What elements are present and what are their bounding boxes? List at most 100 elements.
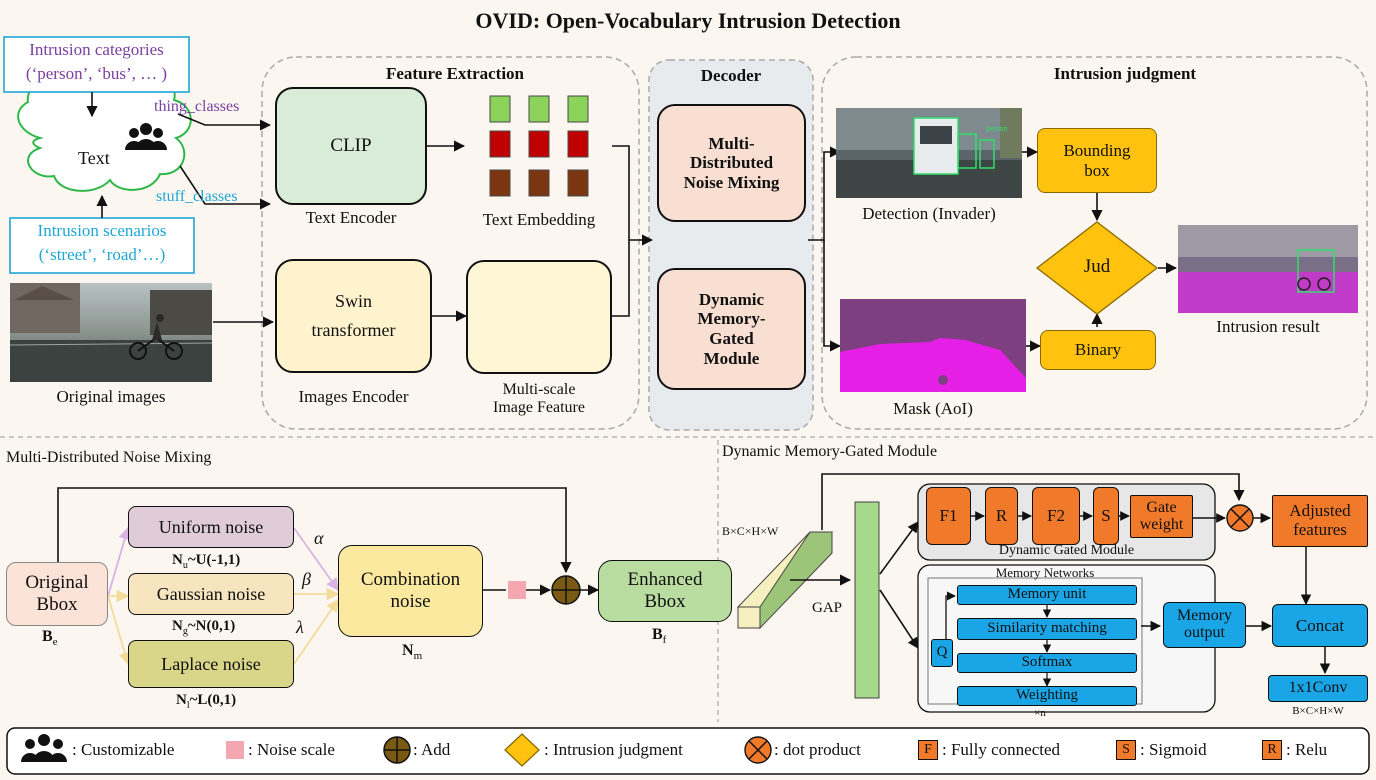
gap-vector (854, 501, 880, 699)
intrusion-scenarios-label: Intrusion scenarios (37, 221, 167, 240)
memory-section-title: Dynamic Memory-Gated Module (722, 443, 938, 460)
dmgm-line-2: Memory- (697, 309, 766, 329)
combination-noise-node: Combination noise (338, 545, 483, 637)
jud-diamond (1035, 221, 1159, 315)
intrusion-scenarios-examples: (‘street’, ‘road’…) (38, 245, 166, 264)
mask-label: Mask (AoI) (893, 399, 973, 418)
adjusted-line-1: Adjusted (1289, 501, 1351, 521)
concat-label: Concat (1295, 615, 1345, 635)
memory-output-line-2: output (1184, 624, 1225, 641)
legend-relu: : Relu (1286, 740, 1328, 759)
uniform-noise-node: Uniform noise (128, 506, 294, 548)
legend-add: : Add (413, 740, 451, 759)
text-encoder-label: Text Encoder (305, 208, 397, 227)
decoder-title: Decoder (700, 66, 762, 85)
f2-node: F2 (1032, 487, 1080, 545)
input-dims-label: B×C×H×W (722, 524, 779, 538)
bf-symbol: Bf (652, 626, 667, 647)
similarity-matching-node: Similarity matching (957, 618, 1137, 640)
original-images-label: Original images (56, 387, 166, 406)
multiscale-line-2: Image Feature (493, 399, 585, 416)
conv-node: 1x1Conv (1268, 675, 1368, 702)
beta-symbol: β (302, 569, 311, 589)
r-label: R (995, 506, 1008, 526)
q-node: Q (931, 639, 953, 667)
bounding-box-line-2: box (1084, 160, 1110, 180)
legend-people-icon (21, 734, 67, 762)
thing-classes-label: thing_classes (154, 98, 240, 115)
multiscale-line-1: Multi-scale (502, 381, 576, 398)
binary-label: Binary (1074, 340, 1122, 360)
f2-label: F2 (1047, 506, 1065, 526)
laplace-noise-label: Laplace noise (161, 653, 261, 674)
output-dims-label: B×C×H×W (1292, 705, 1344, 717)
gap-label: GAP (812, 600, 843, 616)
detection-tag: person (986, 126, 1008, 133)
people-icon (125, 123, 167, 150)
s-node: S (1093, 487, 1119, 545)
legend-customizable: : Customizable (72, 740, 175, 759)
bounding-box-node: Bounding box (1037, 128, 1157, 193)
jud-label: Jud (1083, 256, 1111, 277)
q-label: Q (936, 644, 948, 661)
s-label: S (1101, 506, 1111, 526)
legend-dot-product: : dot product (774, 740, 861, 759)
mdnm-line-2: Distributed (689, 153, 774, 173)
memory-unit-node: Memory unit (957, 585, 1137, 605)
legend-noise-scale: : Noise scale (248, 740, 335, 759)
clip-box: CLIP (275, 87, 427, 205)
combination-line-1: Combination (360, 569, 461, 591)
intrusion-categories-examples: (‘person’, ‘bus’, … ) (25, 64, 168, 83)
ng-formula: Ng~N(0,1) (172, 618, 236, 637)
text-cloud-label: Text (78, 148, 110, 168)
original-bbox-line-2: Bbox (36, 594, 78, 615)
f1-node: F1 (926, 487, 971, 545)
noise-scale-square (508, 581, 526, 599)
lambda-symbol: λ (296, 617, 304, 637)
swin-transformer-box: Swin transformer (275, 259, 432, 373)
legend-dot-product-symbol (744, 736, 772, 764)
mdnm-line-3: Noise Mixing (683, 172, 780, 192)
dmgm-line-1: Dynamic (698, 289, 765, 309)
memory-unit-label: Memory unit (1007, 586, 1087, 603)
adjusted-features-node: Adjusted features (1272, 495, 1368, 547)
legend-add-symbol (383, 736, 411, 764)
intrusion-categories-label: Intrusion categories (29, 40, 164, 59)
swin-line-1: Swin (334, 291, 372, 312)
memory-output-line-1: Memory (1176, 607, 1233, 625)
dot-product-symbol (1226, 504, 1254, 532)
detection-image (836, 108, 1022, 198)
dmgm-box: Dynamic Memory- Gated Module (657, 268, 806, 390)
legend-fully-connected: : Fully connected (942, 740, 1061, 759)
combination-line-2: noise (390, 591, 431, 612)
legend-s-letter: S (1122, 741, 1130, 757)
enhanced-bbox-node: Enhanced Bbox (598, 560, 732, 622)
be-symbol: Be (42, 628, 58, 649)
r-node: R (985, 487, 1018, 545)
legend-frame (6, 727, 1370, 775)
dmgm-line-4: Module (703, 348, 760, 368)
feature-extraction-frame (261, 56, 640, 430)
clip-label: CLIP (330, 135, 372, 157)
legend-s-box: S (1116, 740, 1136, 760)
adjusted-line-2: features (1293, 520, 1347, 539)
enhanced-line-1: Enhanced (627, 569, 703, 591)
uniform-noise-label: Uniform noise (158, 516, 264, 537)
legend-diamond (504, 733, 540, 767)
noise-section-title: Multi-Distributed Noise Mixing (6, 449, 212, 466)
softmax-node: Softmax (957, 653, 1137, 673)
bounding-box-line-1: Bounding (1063, 140, 1131, 160)
gaussian-noise-label: Gaussian noise (156, 583, 266, 604)
legend-r-letter: R (1267, 741, 1277, 757)
softmax-label: Softmax (1021, 654, 1073, 671)
intrusion-result-label: Intrusion result (1216, 317, 1320, 336)
alpha-symbol: α (314, 528, 324, 548)
times-n-label: ×n (1034, 707, 1046, 719)
dmgm-line-3: Gated (709, 329, 754, 348)
laplace-noise-node: Laplace noise (128, 640, 294, 688)
weighting-node: Weighting (957, 686, 1137, 706)
similarity-matching-label: Similarity matching (987, 620, 1107, 637)
mdnm-line-1: Multi- (708, 133, 755, 153)
